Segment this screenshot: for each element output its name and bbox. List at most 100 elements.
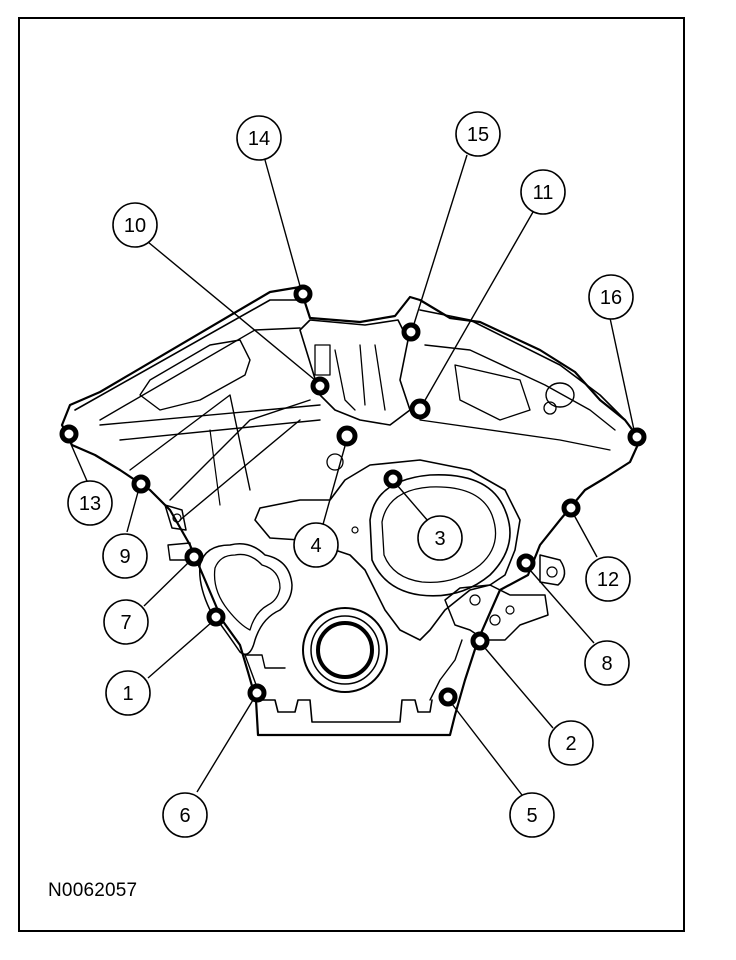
right-bank-body	[454, 364, 531, 421]
left-gasket-inner	[213, 553, 281, 631]
callout-2-label: 2	[565, 733, 576, 755]
callout-10-label: 10	[124, 215, 146, 237]
leader-16	[609, 317, 635, 431]
callout-2: 2	[548, 720, 594, 766]
callout-11: 11	[520, 169, 566, 215]
right-boss-hole	[543, 401, 557, 415]
sump-flange	[261, 699, 433, 723]
callout-4: 4	[293, 522, 339, 568]
leader-15	[413, 154, 468, 325]
sensor-bracket	[444, 584, 549, 641]
leader-4	[321, 445, 346, 529]
callout-12: 12	[585, 556, 631, 602]
callout-13-label: 13	[79, 493, 101, 515]
callout-8-label: 8	[601, 653, 612, 675]
crank-seal-ring	[310, 615, 380, 685]
center-post	[314, 344, 331, 376]
callouts: 1 2 3 4 5 6 7 8 9 10 11 12 13 14 15 16	[67, 111, 634, 838]
leader-11	[423, 211, 534, 403]
figure-id: N0062057	[48, 880, 138, 901]
bolt-heads	[59, 284, 647, 707]
left-bank-edge	[74, 299, 301, 411]
leader-7	[143, 561, 190, 607]
center-gasket	[254, 459, 521, 641]
right-web	[419, 419, 611, 451]
callout-14: 14	[236, 115, 282, 161]
lower-side-right	[429, 639, 463, 701]
left-web-2	[119, 419, 321, 441]
leader-5	[451, 703, 523, 796]
left-truss-3	[179, 419, 301, 521]
callout-13: 13	[67, 480, 113, 526]
callout-16: 16	[588, 274, 634, 320]
callout-12-label: 12	[597, 569, 619, 591]
callout-7: 7	[103, 599, 149, 645]
right-ear	[539, 554, 566, 586]
left-bank-body	[139, 339, 251, 411]
sensor-hole-2	[489, 614, 501, 626]
bolt-3	[383, 469, 403, 489]
left-truss-1	[129, 394, 251, 491]
center-rib-1	[334, 349, 356, 411]
center-bracket	[299, 319, 411, 426]
dowel-left	[326, 453, 344, 471]
callout-9: 9	[102, 533, 148, 579]
sensor-hole-3	[505, 605, 515, 615]
leader-9	[126, 491, 139, 533]
left-truss-4	[209, 429, 221, 506]
bolt-13	[59, 424, 79, 444]
bolt-5	[438, 687, 458, 707]
bolt-8	[516, 553, 536, 573]
center-rib-2	[359, 344, 366, 406]
sensor-hole-1	[469, 594, 481, 606]
callout-1-label: 1	[122, 683, 133, 705]
dowel-small	[351, 526, 359, 534]
bolt-6	[247, 683, 267, 703]
bolt-4	[336, 425, 358, 447]
bolt-2	[470, 631, 490, 651]
callout-15-label: 15	[467, 124, 489, 146]
leader-12	[573, 514, 598, 558]
callout-11-label: 11	[533, 182, 554, 204]
leader-8	[529, 569, 595, 644]
leader-2	[484, 647, 554, 729]
leader-10	[147, 241, 316, 381]
bolt-11	[409, 398, 431, 420]
bolt-14	[293, 284, 313, 304]
bolt-7	[184, 547, 204, 567]
left-truss-2	[169, 399, 311, 501]
crank-seal-bore	[316, 621, 374, 679]
callout-6-label: 6	[179, 805, 190, 827]
callout-3-label: 3	[434, 528, 445, 550]
leader-1	[147, 621, 213, 679]
right-boss	[545, 382, 575, 408]
right-ear-hole	[546, 566, 558, 578]
callout-6: 6	[162, 792, 208, 838]
lower-side-left	[244, 654, 286, 691]
bolt-9	[131, 474, 151, 494]
callout-3: 3	[417, 515, 463, 561]
callout-15: 15	[455, 111, 501, 157]
leader-3	[396, 484, 429, 522]
cam-sprocket-inner	[381, 486, 497, 584]
leader-14	[264, 159, 301, 287]
callout-16-label: 16	[600, 287, 622, 309]
crank-seal-outer	[302, 607, 388, 693]
figure-frame	[18, 17, 685, 932]
leader-lines	[69, 154, 635, 796]
bolt-12	[561, 498, 581, 518]
callout-5: 5	[509, 792, 555, 838]
callout-1: 1	[105, 670, 151, 716]
bolt-1	[206, 607, 226, 627]
right-bank-edge	[419, 309, 626, 421]
callout-7-label: 7	[120, 612, 131, 634]
callout-14-label: 14	[248, 128, 270, 150]
callout-5-label: 5	[526, 805, 537, 827]
callout-9-label: 9	[119, 546, 130, 568]
left-ear-hole	[172, 513, 182, 523]
callout-10: 10	[112, 202, 158, 248]
callout-8: 8	[584, 640, 630, 686]
bolt-16	[627, 427, 647, 447]
bolt-10	[310, 376, 330, 396]
